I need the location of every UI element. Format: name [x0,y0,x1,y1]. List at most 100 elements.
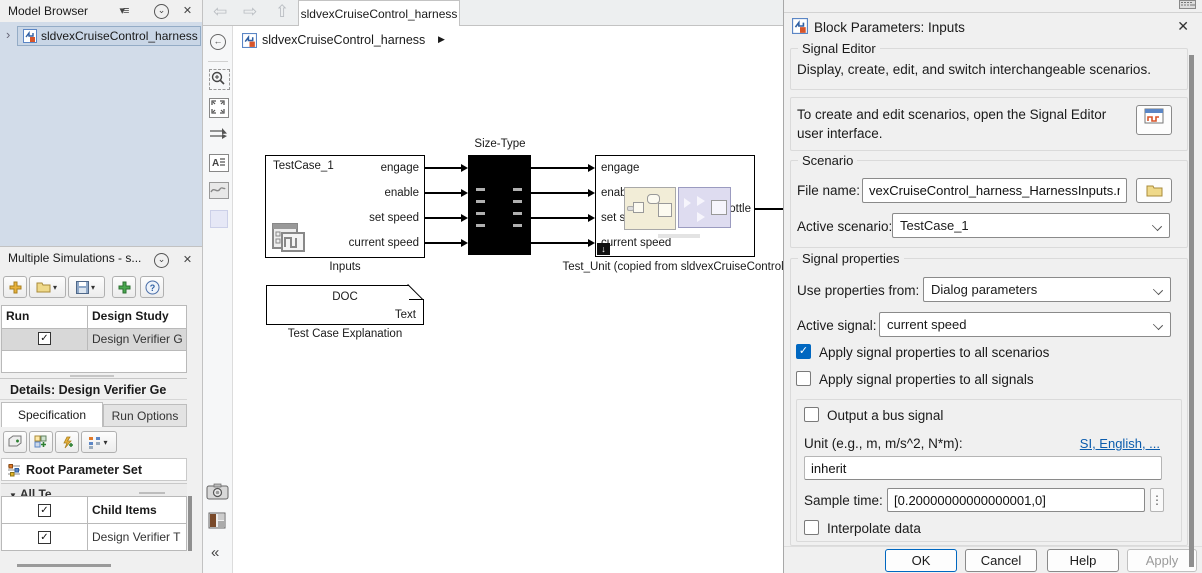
apply-all-signals-checkbox[interactable] [796,371,811,386]
add-parameter-set-button[interactable] [3,431,27,453]
breadcrumb-arrow-icon[interactable]: ▶ [438,34,445,45]
doc-block[interactable]: DOC Text [266,285,424,325]
unit-systems-link[interactable]: SI, English, ... [1080,436,1160,451]
collapse-strip-icon[interactable]: « [211,544,219,561]
close-icon[interactable]: ✕ [180,4,195,19]
signal-lines-icon[interactable] [209,126,229,142]
doc-corner-text: Text [395,309,416,321]
port-label: current speed [601,237,671,249]
close-icon[interactable]: ✕ [1177,18,1189,35]
tab-run-options[interactable]: Run Options [103,404,187,427]
throttle-wire[interactable] [755,208,783,210]
forward-icon[interactable]: ⇨ [243,2,257,22]
all-tests-label: All Te [20,487,52,496]
launch-signal-editor-button[interactable] [1136,105,1172,135]
breadcrumb[interactable]: sldvexCruiseControl_harness [262,33,425,47]
interpolate-checkbox[interactable] [804,520,819,535]
chevron-down-icon [1153,285,1163,295]
design-verifier-checkbox[interactable]: ✓ [38,531,51,544]
signal-wire[interactable] [531,217,589,219]
help-button[interactable]: ? [140,276,164,298]
model-browser-panel: Model Browser ▾≡ ⌄ ✕ sldvexCruiseControl… [0,0,203,247]
panel-minimize-icon[interactable]: ⌄ [154,4,169,19]
palette-icon[interactable] [208,512,227,530]
file-name-label: File name: [797,183,860,198]
back-icon[interactable]: ⇦ [213,2,227,22]
active-scenario-dropdown[interactable]: TestCase_1 [892,213,1170,238]
design-study-column-header[interactable]: Design Study [88,306,186,328]
table-row[interactable]: ✓ Design Verifier T [1,523,187,551]
annotation-icon[interactable]: A [209,154,229,172]
output-bus-checkbox[interactable] [804,407,819,422]
image-icon[interactable] [209,182,229,199]
root-parameter-set-row[interactable]: Root Parameter Set [1,458,187,481]
apply-all-scenarios-checkbox[interactable]: ✓ [796,344,811,359]
subsystem-preview-box [624,187,676,230]
tab-specification[interactable]: Specification [1,402,103,427]
run-column-header[interactable]: Run [2,306,88,328]
keyboard-icon[interactable] [1179,0,1196,9]
ok-button[interactable]: OK [885,549,957,572]
add-variable-button[interactable] [55,431,79,453]
signal-wire[interactable] [531,192,589,194]
add-block-param-button[interactable] [29,431,53,453]
cancel-button[interactable]: Cancel [965,549,1037,572]
tree-view-button[interactable]: ▾ [81,431,117,453]
help-button[interactable]: Help [1047,549,1119,572]
apply-button[interactable]: Apply [1127,549,1197,572]
hide-browser-icon[interactable]: ← [210,34,226,50]
area-icon[interactable] [210,210,228,228]
svg-text:A: A [212,158,219,169]
table-row[interactable]: ✓ Child Items [1,496,187,524]
sample-time-label: Sample time: [804,493,883,508]
signal-wire[interactable] [425,192,462,194]
apply-all-scenarios-label: Apply signal properties to all scenarios [819,345,1049,360]
size-type-block[interactable] [468,155,531,255]
signal-wire[interactable] [425,167,462,169]
preview-scrollbar [658,234,700,238]
panel-minimize-icon[interactable]: ⌄ [154,253,169,268]
panel-menu-icon[interactable]: ▾≡ [116,4,131,19]
open-button[interactable]: ▾ [29,276,66,298]
tree-expand-icon[interactable]: › [6,27,10,42]
vertical-scrollbar-thumb[interactable] [188,496,192,551]
inputs-block[interactable]: TestCase_1 engage enable set speed curre… [265,155,425,258]
screenshot-icon[interactable] [206,483,230,500]
splitter-handle[interactable] [70,375,114,377]
close-icon[interactable]: ✕ [180,253,195,268]
active-signal-dropdown[interactable]: current speed [879,312,1171,337]
table-row-empty[interactable] [1,350,187,373]
tree-item-selected[interactable]: sldvexCruiseControl_harness [17,26,201,46]
block-parameters-dialog: Block Parameters: Inputs ✕ Signal Editor… [783,0,1202,573]
up-icon[interactable]: ⇧ [275,2,289,22]
tab-model[interactable]: sldvexCruiseControl_harness [298,0,460,26]
signal-wire[interactable] [425,217,462,219]
group-legend: Signal Editor [798,41,880,56]
signal-wire[interactable] [531,242,589,244]
table-row[interactable]: ✓ Design Verifier G [1,328,187,351]
unit-input[interactable] [804,456,1162,480]
add-design-study-button[interactable] [3,276,27,298]
splitter-handle[interactable] [139,492,165,494]
harness-badge-icon: ↓ [597,243,610,255]
use-properties-dropdown[interactable]: Dialog parameters [923,277,1171,302]
file-name-input[interactable] [862,178,1127,203]
sample-time-input[interactable] [887,488,1145,512]
port-label: set speed [369,212,419,224]
test-unit-block[interactable]: engage enable set speed current speed th… [595,155,755,257]
all-tests-row-clipped[interactable]: ▼ All Te [1,483,187,496]
details-header: Details: Design Verifier Ge [0,378,187,400]
save-button[interactable]: ▾ [68,276,105,298]
fit-to-view-icon[interactable] [209,98,229,118]
group-legend: Signal properties [798,251,904,266]
child-items-checkbox[interactable]: ✓ [38,504,51,517]
signal-wire[interactable] [531,167,589,169]
add-run-button[interactable] [112,276,136,298]
horizontal-scrollbar-thumb[interactable] [17,564,111,567]
browse-file-button[interactable] [1136,178,1172,203]
signal-wire[interactable] [425,242,462,244]
run-checkbox[interactable]: ✓ [38,332,51,345]
zoom-select-icon[interactable] [209,69,230,90]
dialog-scrollbar-thumb[interactable] [1189,55,1194,567]
sample-time-menu-icon[interactable]: ⋮ [1150,488,1164,512]
